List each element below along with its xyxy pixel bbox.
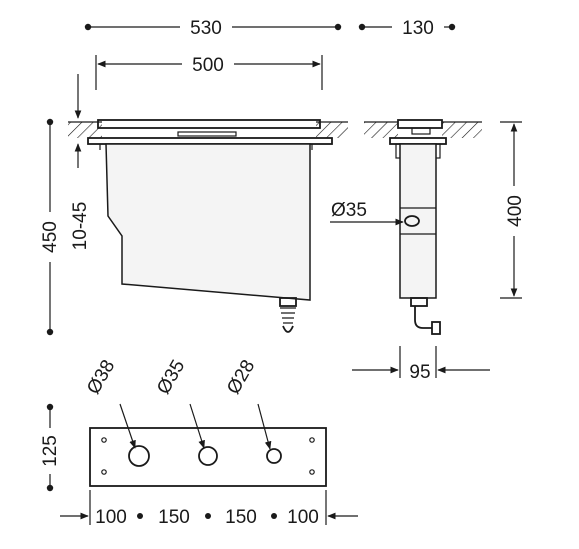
spacing-3-label: 150	[225, 507, 257, 528]
total-height-label: 450	[40, 221, 61, 253]
dim-dot-icon	[137, 513, 143, 519]
hole-28-icon	[266, 448, 282, 464]
side-height-label: 400	[505, 195, 526, 227]
dim-dot-icon	[271, 513, 277, 519]
dim-inner-width: 500	[95, 55, 323, 90]
dim-depth: 130	[358, 18, 456, 39]
hole-35-label: Ø35	[153, 356, 189, 398]
cover-lid	[177, 131, 237, 137]
dim-dot-icon	[46, 484, 54, 492]
floor-section-right	[316, 122, 348, 138]
screw-hole-icon	[309, 437, 315, 443]
dim-dot-icon	[334, 23, 342, 31]
hole-38-icon	[128, 445, 150, 467]
screw-hole-icon	[101, 437, 107, 443]
side-drain-nut	[410, 297, 428, 307]
tank-body	[105, 143, 311, 301]
side-floor-right	[442, 122, 482, 138]
dim-hole-labels: Ø38 Ø35 Ø28	[83, 356, 259, 398]
hole-38-label: Ø38	[83, 356, 119, 398]
dim-total-height: 450	[40, 118, 61, 336]
dim-side-hole: Ø35	[330, 200, 404, 226]
hole-28-label: Ø28	[223, 356, 259, 398]
side-tank-body	[399, 143, 437, 299]
top-frame	[97, 119, 321, 129]
mounting-plate	[89, 427, 327, 487]
side-hole-label: Ø35	[331, 200, 367, 221]
plate-view	[89, 403, 327, 487]
plate-height-label: 125	[40, 435, 61, 467]
spacing-1-label: 100	[95, 507, 127, 528]
side-elbow-cap	[431, 321, 441, 335]
side-elbow-pipe	[414, 306, 432, 329]
dim-spacing: 100 150 150 100	[60, 490, 358, 528]
inner-width-label: 500	[192, 55, 224, 76]
overall-width-label: 530	[190, 18, 222, 39]
front-view	[68, 119, 348, 333]
screw-hole-icon	[309, 469, 315, 475]
dim-side-height: 400	[500, 121, 526, 299]
drain-nut	[279, 297, 297, 307]
depth-label: 130	[402, 18, 434, 39]
dim-side-depth: 95	[352, 346, 490, 383]
dim-overall-width: 530	[84, 18, 342, 39]
adjust-range-label: 10-45	[70, 202, 91, 251]
floor-section-left	[68, 122, 102, 138]
spacing-4-label: 100	[287, 507, 319, 528]
drain-thread	[280, 307, 296, 324]
dim-dot-icon	[205, 513, 211, 519]
dim-plate-height: 125	[40, 403, 61, 492]
side-top-frame	[397, 119, 443, 129]
dim-dot-icon	[46, 328, 54, 336]
dim-adjust-range: 10-45	[70, 74, 91, 250]
drain-tip	[282, 325, 294, 333]
dim-dot-icon	[448, 23, 456, 31]
hole-35-icon	[198, 446, 218, 466]
spacing-2-label: 150	[158, 507, 190, 528]
side-floor-left	[364, 122, 398, 138]
side-hole-icon	[404, 215, 420, 227]
side-depth-label: 95	[409, 362, 430, 383]
side-view	[364, 119, 482, 335]
side-flange	[389, 137, 447, 145]
side-cover	[411, 127, 431, 135]
screw-hole-icon	[101, 469, 107, 475]
mounting-flange	[87, 137, 333, 145]
